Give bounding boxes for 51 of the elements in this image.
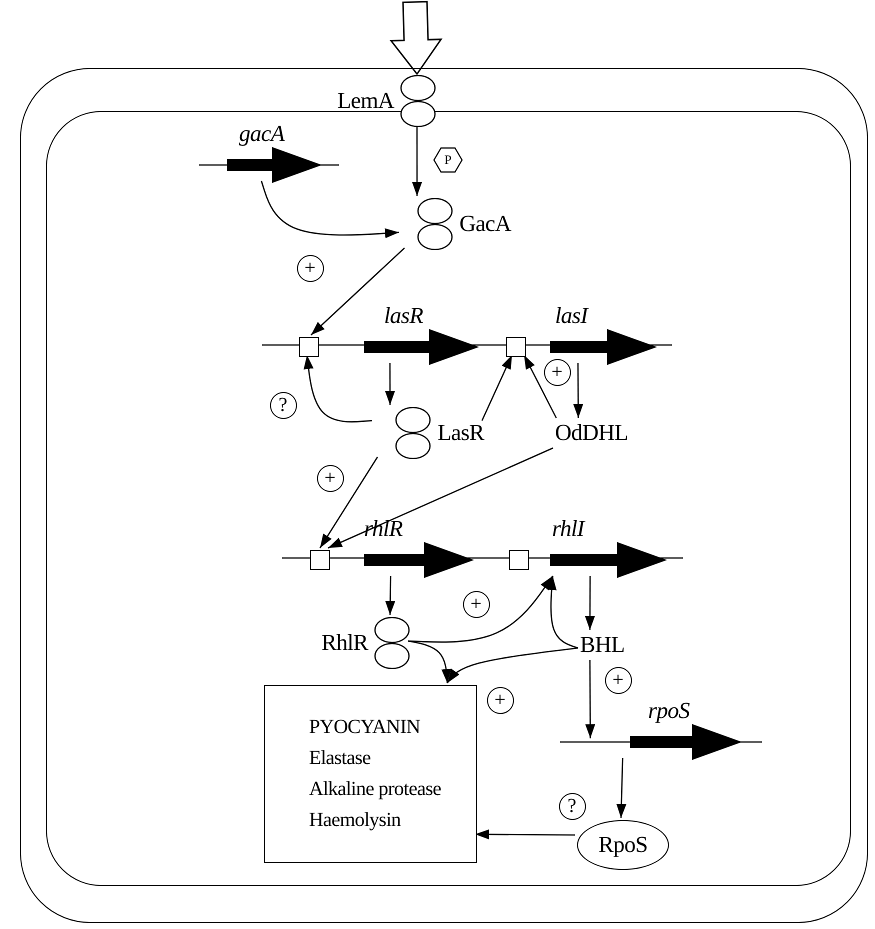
product-list-box (264, 685, 477, 863)
arrow (260, 180, 400, 238)
product-name: Alkaline protease (309, 777, 441, 802)
gene-label: gacA (239, 121, 284, 147)
protein-label: LasR (437, 420, 484, 446)
edge-label: ? (558, 792, 586, 820)
edge-label: + (486, 686, 514, 714)
edge-label: + (544, 358, 570, 386)
arrow (408, 576, 554, 643)
arrow (310, 248, 405, 336)
arrow (616, 758, 626, 818)
arrow (523, 354, 557, 418)
gene-label: lasI (555, 303, 588, 329)
arrow (546, 576, 578, 649)
promoter-box (310, 550, 330, 570)
signal-arrow (390, 0, 442, 76)
promoter-box (509, 550, 529, 570)
product-name: Haemolysin (309, 808, 401, 833)
protein-label: LemA (337, 88, 394, 114)
arrow (584, 576, 595, 630)
gene-label: lasR (384, 303, 423, 329)
edge-label: + (296, 254, 324, 282)
arrow (446, 647, 578, 684)
molecule-label: OdDHL (555, 420, 628, 445)
protein-ellipse: RpoS (577, 820, 669, 870)
protein-label: RhlR (321, 630, 368, 656)
promoter-box (506, 337, 526, 357)
gene-label: rhlR (364, 516, 402, 542)
arrow (585, 660, 596, 738)
gene-label: rpoS (648, 698, 690, 724)
arrow (385, 363, 395, 405)
edge-label: + (604, 666, 632, 694)
edge-label: P (433, 147, 463, 173)
arrow (304, 354, 372, 422)
protein-label: GacA (459, 211, 511, 237)
arrow (481, 354, 513, 421)
molecule-label: BHL (580, 632, 624, 657)
product-name: Elastase (309, 746, 371, 771)
arrow (319, 456, 378, 548)
arrow (408, 640, 452, 684)
product-name: PYOCYANIN (309, 715, 420, 740)
arrow (328, 447, 554, 549)
edge-label: + (462, 590, 490, 618)
edge-label: + (316, 464, 344, 492)
arrow (573, 363, 584, 418)
promoter-box (299, 337, 319, 357)
edge-label: ? (270, 392, 296, 418)
gene-label: rhlI (552, 516, 584, 542)
arrow (412, 126, 422, 196)
arrow (475, 829, 575, 840)
arrow (385, 576, 396, 616)
